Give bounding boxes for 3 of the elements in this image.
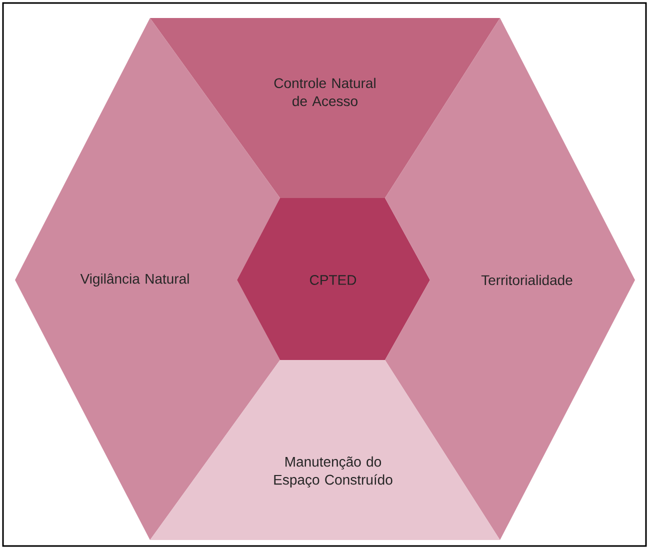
center-hexagon: CPTED bbox=[237, 198, 430, 360]
hexagon-segment: Controle Natural de Acesso bbox=[150, 18, 500, 198]
hexagon-segment: Manutenção do Espaço Construído bbox=[150, 360, 500, 540]
